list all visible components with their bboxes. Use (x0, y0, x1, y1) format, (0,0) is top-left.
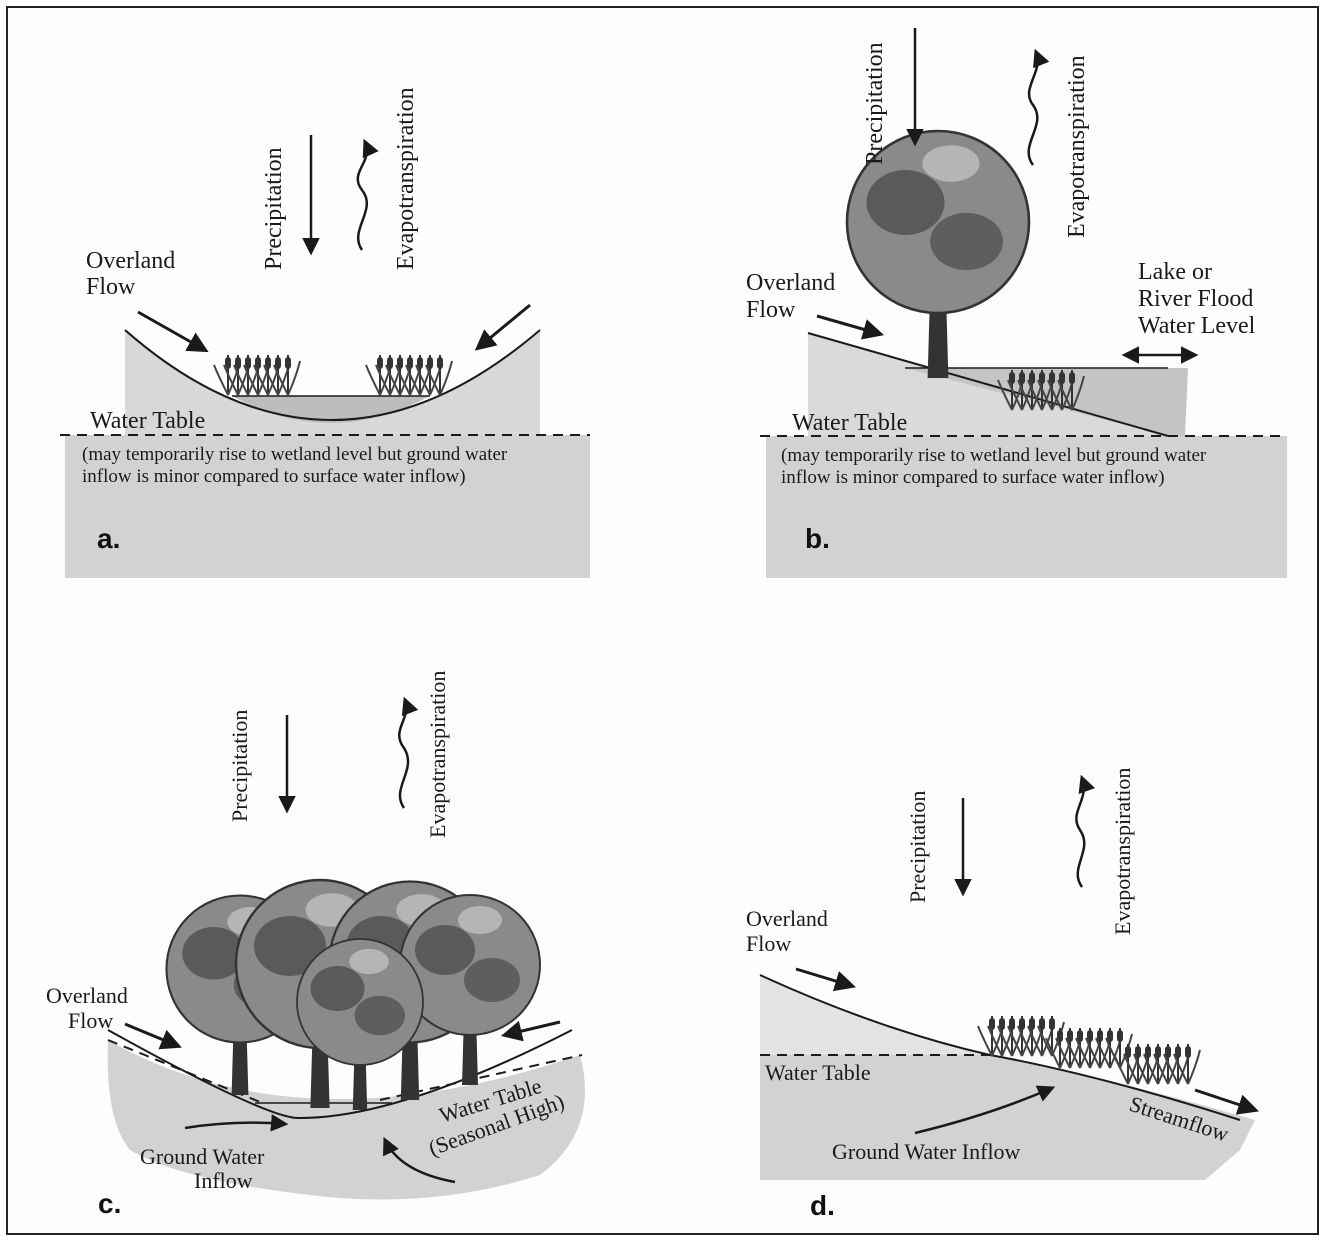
panel-a-overland-arrow-right (478, 305, 530, 348)
panel-b-lake-label-2: River Flood (1138, 286, 1253, 312)
panel-b-lake-label-1: Lake or (1138, 259, 1212, 285)
panel-a-precipitation-label: Precipitation (261, 147, 287, 270)
panel-b-lake-label-3: Water Level (1138, 313, 1256, 339)
panel-d-overland-arrow (796, 969, 852, 986)
panel-b-note-line-2: inflow is minor compared to surface wate… (781, 467, 1165, 488)
panel-c-ground-water-label-1: Ground Water (140, 1144, 265, 1169)
panel-b-water-table-label: Water Table (792, 410, 907, 436)
panel-a-overland-arrow-left (138, 312, 205, 350)
panel-b-letter: b. (805, 523, 830, 554)
panel-d-water-table-label: Water Table (765, 1060, 871, 1085)
panel-a-overland-label-1: Overland (86, 248, 175, 274)
panel-b-note-line-1: (may temporarily rise to wetland level b… (781, 445, 1207, 466)
panel-b-precipitation-label: Precipitation (862, 42, 888, 165)
panel-d-overland-label-1: Overland (746, 906, 828, 931)
panel-b-overland-arrow (817, 316, 880, 334)
panel-c-tree-group (167, 880, 541, 1110)
panel-c-evapotranspiration-label: Evapotranspiration (425, 671, 450, 838)
panel-b-tree (847, 131, 1029, 378)
panel-d-evapotranspiration-arrow (1076, 778, 1084, 887)
panel-a-evapotranspiration-arrow (358, 142, 367, 250)
panel-c-letter: c. (98, 1188, 121, 1219)
panel-b-overland-label-2: Flow (746, 297, 796, 323)
panel-c-overland-arrow-right (505, 1022, 560, 1035)
panel-b-evapotranspiration-label: Evapotranspiration (1064, 55, 1090, 238)
panel-a-note-line-1: (may temporarily rise to wetland level b… (82, 444, 508, 465)
panel-d-slope-soil (760, 975, 990, 1055)
panel-d-precipitation-label: Precipitation (905, 791, 930, 903)
panel-a-water-table-label: Water Table (90, 408, 205, 434)
panel-c: Precipitation Evapotranspiration Overlan… (46, 671, 585, 1219)
panel-d-ground-water-label: Ground Water Inflow (832, 1139, 1021, 1164)
panel-d-evapotranspiration-label: Evapotranspiration (1110, 768, 1135, 935)
panel-c-precipitation-label: Precipitation (227, 710, 252, 822)
panel-a-reeds-right (366, 355, 452, 395)
panel-a-evapotranspiration-label: Evapotranspiration (393, 87, 419, 270)
panel-a-reeds-left (214, 355, 300, 395)
panel-c-overland-label-2: Flow (68, 1008, 113, 1033)
panel-b-evapotranspiration-arrow (1029, 52, 1038, 165)
panel-a-overland-label-2: Flow (86, 274, 136, 300)
panel-b: Precipitation Evapotranspiration Overlan… (746, 28, 1287, 578)
panel-a: Precipitation Evapotranspiration Overlan… (60, 87, 590, 578)
panel-d: Precipitation Evapotranspiration Overlan… (746, 768, 1255, 1221)
panel-a-note-line-2: inflow is minor compared to surface wate… (82, 466, 466, 487)
panel-c-ground-water-label-2: Inflow (194, 1168, 253, 1193)
panel-a-letter: a. (97, 523, 120, 554)
panel-b-overland-label-1: Overland (746, 270, 835, 296)
panel-d-letter: d. (810, 1190, 835, 1221)
panel-c-overland-label-1: Overland (46, 983, 128, 1008)
panel-d-overland-label-2: Flow (746, 931, 791, 956)
panel-c-evapotranspiration-arrow (399, 700, 408, 808)
